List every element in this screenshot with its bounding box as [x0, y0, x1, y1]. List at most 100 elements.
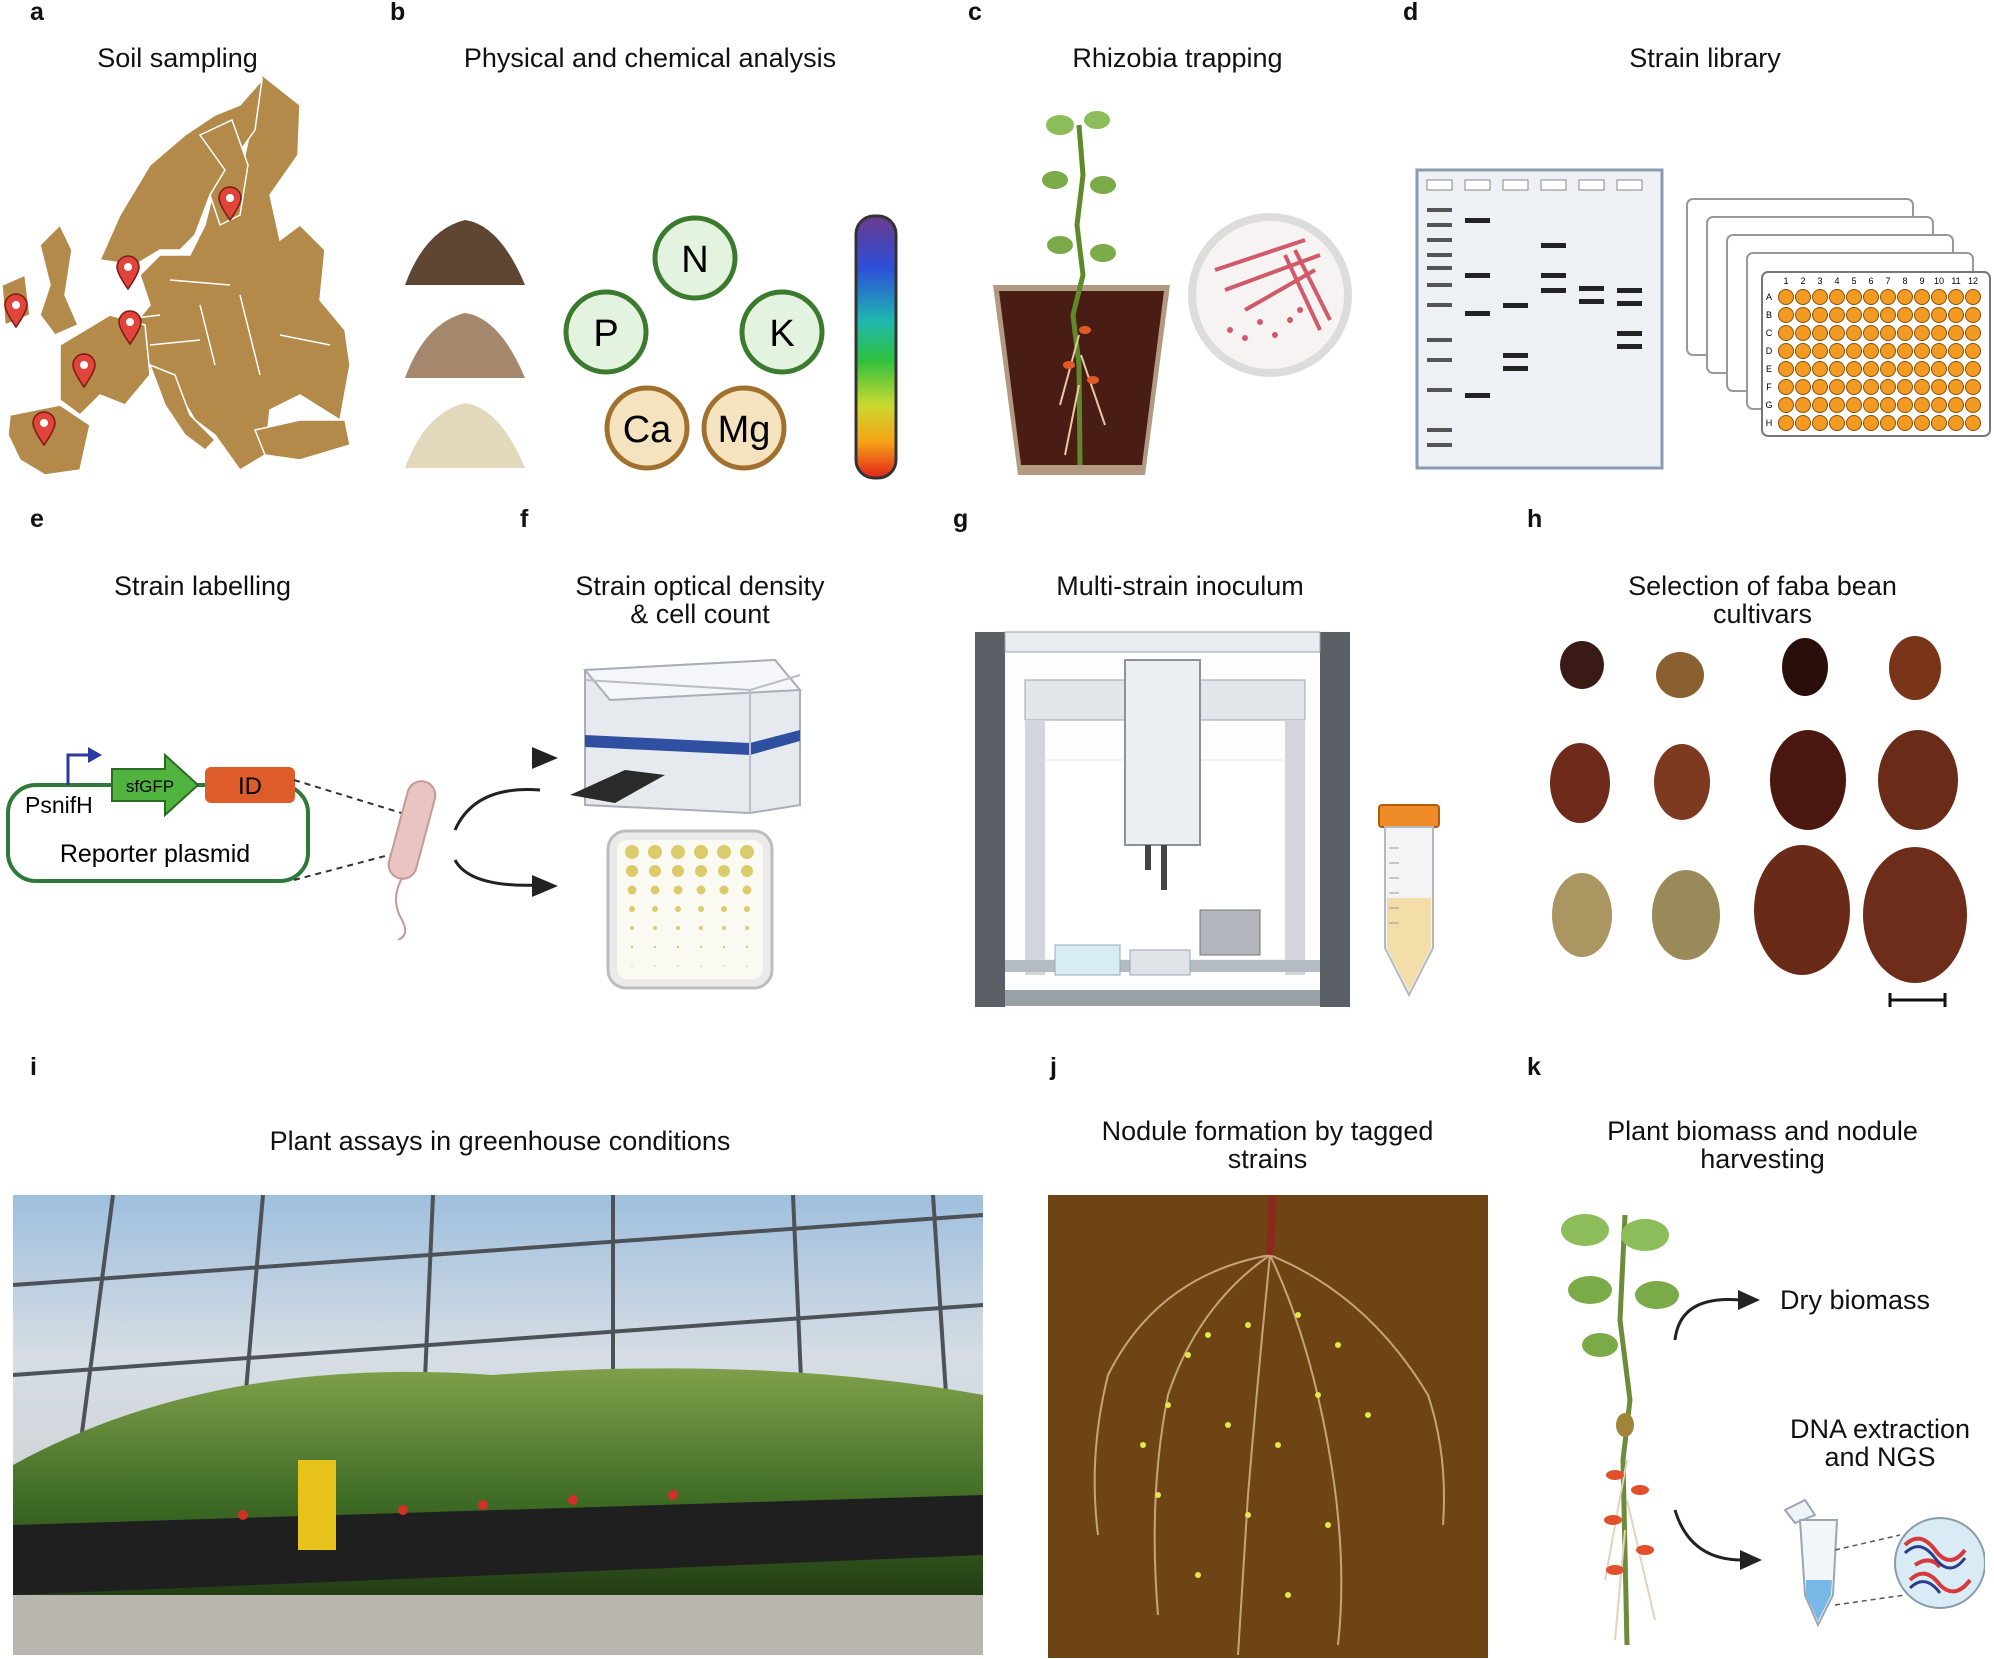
plate-well [1897, 289, 1913, 305]
plate-well [1965, 325, 1981, 341]
liquid-handling-robot [975, 630, 1350, 1013]
plate-column-label: 8 [1902, 276, 1907, 286]
agar-plate-colonies [606, 829, 774, 990]
plate-well [1812, 415, 1828, 431]
plate-well [1795, 289, 1811, 305]
plate-well [1829, 307, 1845, 323]
colony-spot [700, 965, 702, 967]
plate-column-label: 4 [1834, 276, 1839, 286]
plate-well [1829, 397, 1845, 413]
colony-spot [746, 965, 748, 967]
plate-well [1931, 307, 1947, 323]
promoter-label: PsnifH [25, 792, 93, 818]
panel-label-i: i [30, 1053, 37, 1081]
plate-well [1812, 325, 1828, 341]
plate-well [1812, 343, 1828, 359]
colony-spot [625, 845, 639, 859]
plate-well [1812, 379, 1828, 395]
location-pin-icon [118, 310, 142, 345]
plate-column-label: 1 [1783, 276, 1788, 286]
plate-row-label: A [1766, 292, 1772, 302]
plate-well [1778, 343, 1794, 359]
plate-well [1897, 397, 1913, 413]
dna-extraction-line2: and NGS [1824, 1442, 1936, 1472]
plate-well [1948, 397, 1964, 413]
ph-scale-bar [854, 214, 898, 480]
plate-well [1829, 325, 1845, 341]
colony-spot [721, 906, 727, 912]
plate-well [1897, 361, 1913, 377]
colony-spot [626, 865, 638, 877]
plate-well [1812, 289, 1828, 305]
plate-row-label: G [1765, 400, 1772, 410]
plate-well [1863, 379, 1879, 395]
plate-column-label: 3 [1817, 276, 1822, 286]
panel-title-f: Strain optical density & cell count [520, 572, 880, 628]
plate-well [1914, 289, 1930, 305]
colony-spot [630, 926, 634, 930]
nutrient-n: N [681, 239, 708, 281]
panel-label-j: j [1050, 1053, 1057, 1081]
panel-title-i: Plant assays in greenhouse conditions [269, 1126, 731, 1156]
plate-well [1795, 361, 1811, 377]
plate-well [1795, 397, 1811, 413]
plate-reader-icon [570, 658, 803, 815]
plate-well [1914, 343, 1930, 359]
plate-well [1778, 307, 1794, 323]
panel-label-h: h [1527, 505, 1543, 533]
plate-column-label: 12 [1968, 276, 1978, 286]
location-pin-icon [72, 353, 96, 388]
plate-well [1863, 307, 1879, 323]
panel-title-k-line1: Plant biomass and nodule [1607, 1116, 1918, 1146]
colony-spot [695, 865, 707, 877]
plate-well [1846, 289, 1862, 305]
panel-title-k-line2: harvesting [1700, 1144, 1825, 1174]
colony-spot [675, 906, 681, 912]
colony-spot [698, 906, 704, 912]
plate-well [1931, 379, 1947, 395]
colony-spot [676, 926, 680, 930]
panel-title-g: Multi-strain inoculum [1056, 571, 1304, 601]
colony-spot [696, 885, 706, 895]
gel-electrophoresis-icon [1415, 168, 1664, 470]
plate-well [1812, 397, 1828, 413]
colony-spot [653, 945, 657, 949]
plate-well [1931, 343, 1947, 359]
arrow-down-icon [532, 875, 558, 897]
colony-spot [740, 845, 754, 859]
plate-well [1829, 289, 1845, 305]
plate-well [1778, 415, 1794, 431]
colony-spot [741, 865, 753, 877]
colony-spot [699, 926, 703, 930]
plate-well [1965, 415, 1981, 431]
plate-well [1778, 289, 1794, 305]
plate-well [1846, 361, 1862, 377]
plate-well [1965, 289, 1981, 305]
colony-spot [629, 906, 635, 912]
plate-well [1931, 325, 1947, 341]
panel-title-j: Nodule formation by tagged strains [1070, 1117, 1465, 1173]
plate-well [1829, 379, 1845, 395]
panel-title-h: Selection of faba bean cultivars [1580, 572, 1945, 628]
plate-well [1829, 415, 1845, 431]
plate-well [1880, 397, 1896, 413]
colony-spot [673, 885, 683, 895]
plate-well [1948, 415, 1964, 431]
plate-row-label: C [1766, 328, 1773, 338]
panel-title-d: Strain library [1629, 43, 1781, 73]
panel-title-b: Physical and chemical analysis [463, 43, 837, 73]
bacterium-connector [293, 779, 541, 940]
plate-well [1965, 379, 1981, 395]
plate-well [1948, 325, 1964, 341]
plate-well [1795, 343, 1811, 359]
colony-spot [653, 926, 657, 930]
nutrient-circles: N P K Ca Mg [563, 215, 825, 471]
panel-label-b: b [390, 0, 406, 26]
colony-spot [699, 945, 703, 949]
colony-spot [677, 965, 679, 967]
harvest-arrows [1673, 1290, 1762, 1570]
plate-well [1948, 379, 1964, 395]
plate-well [1914, 325, 1930, 341]
plate-well [1812, 307, 1828, 323]
plate-well [1880, 289, 1896, 305]
